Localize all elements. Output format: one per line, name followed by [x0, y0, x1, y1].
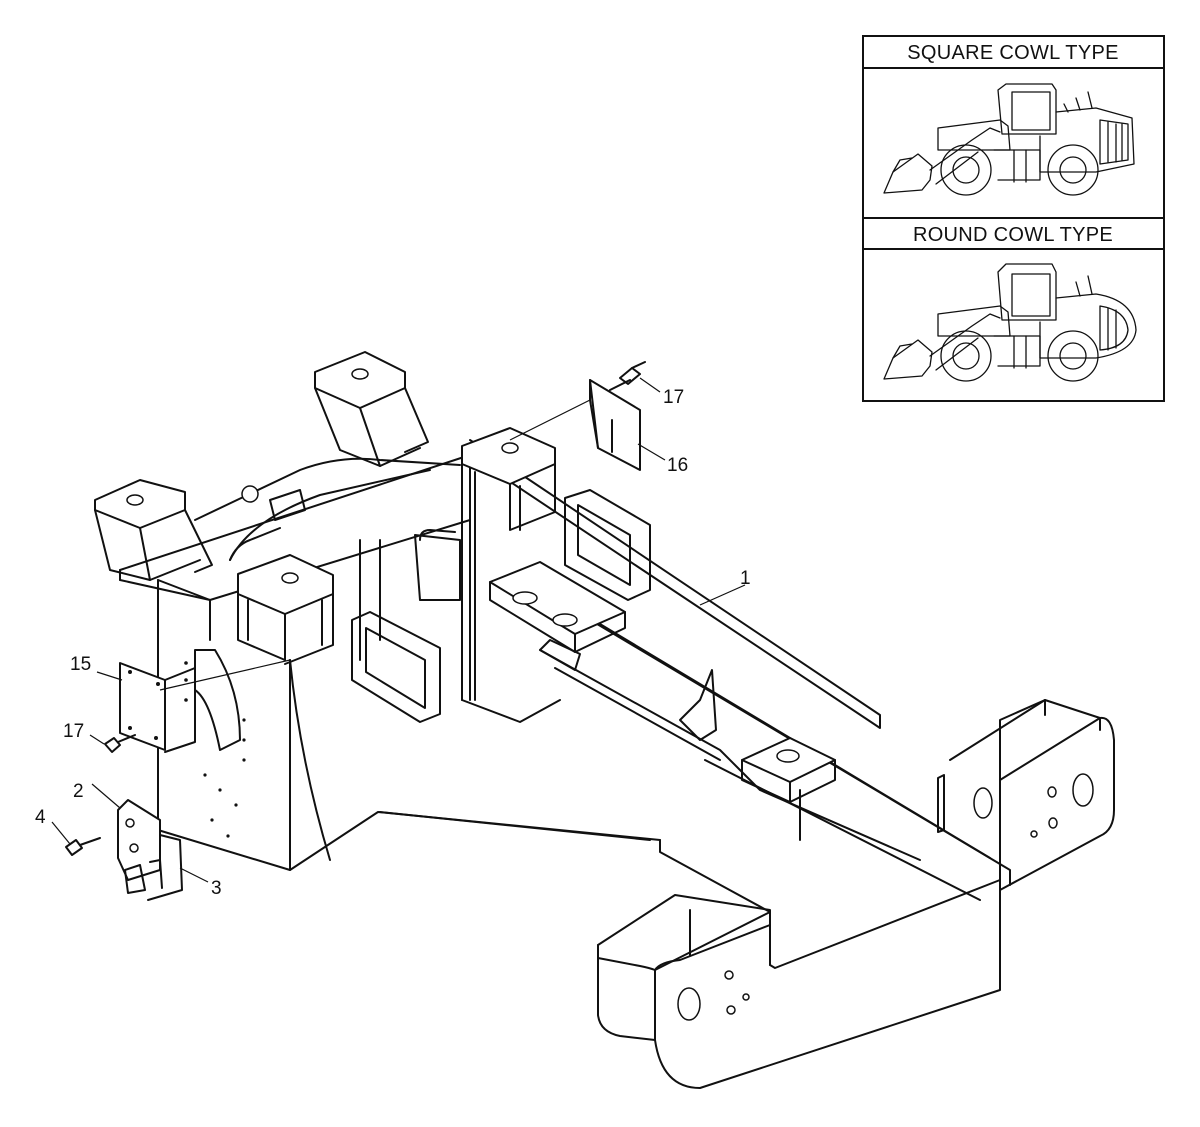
- round-cowl-title: ROUND COWL TYPE: [913, 224, 1113, 246]
- callout-1: 1: [740, 568, 751, 589]
- callout-4: 4: [35, 807, 46, 828]
- callout-3: 3: [211, 878, 222, 899]
- cowl-type-inset: SQUARE COWL TYPE ROUND COWL TYPE: [862, 35, 1165, 402]
- side-plate-holes: [184, 661, 246, 838]
- round-cowl-loader-image: [883, 263, 1137, 382]
- part-2-3-bracket: [117, 799, 183, 901]
- callout-17-left: 17: [63, 721, 84, 742]
- rear-frame-assembly: [94, 351, 1115, 1089]
- callout-16: 16: [667, 455, 688, 476]
- square-cowl-title: SQUARE COWL TYPE: [907, 42, 1119, 64]
- part-17-bolt-left: [104, 734, 136, 753]
- part-4-bolt: [65, 837, 101, 856]
- callout-15: 15: [70, 654, 91, 675]
- part-15-plate: [119, 662, 196, 753]
- callout-2: 2: [73, 781, 84, 802]
- square-cowl-loader-image: [883, 83, 1135, 196]
- callout-17-top: 17: [663, 387, 684, 408]
- callout-leaders: [51, 377, 746, 883]
- part-16-bracket: [589, 379, 641, 471]
- part-17-bolt-top: [609, 361, 646, 391]
